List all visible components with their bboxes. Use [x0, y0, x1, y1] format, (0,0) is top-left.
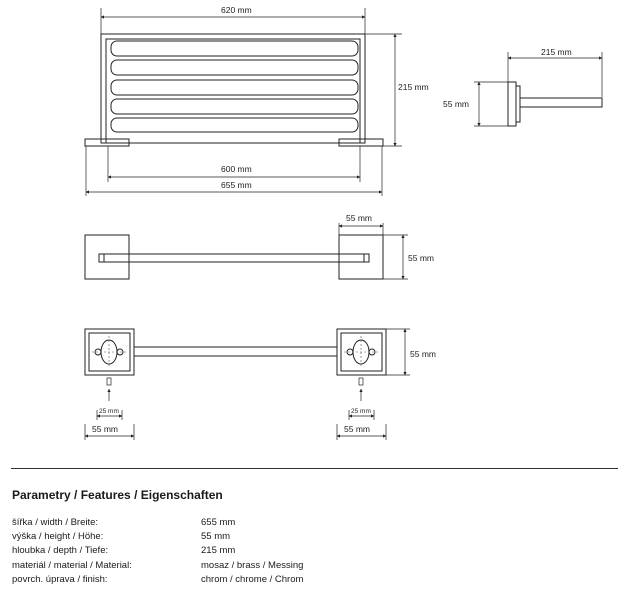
front-view: 620 mm 215 mm 600 mm 655 mm: [84, 5, 429, 196]
dim-right-hole: 25 mm: [351, 408, 371, 415]
dim-top-height: 55 mm: [408, 253, 434, 263]
param-label: povrch. úprava / finish:: [12, 573, 108, 585]
param-label: hloubka / depth / Tiefe:: [12, 545, 109, 557]
dim-mount-height: 55 mm: [410, 349, 436, 359]
param-label: šířka / width / Breite:: [12, 517, 99, 528]
dim-total-width: 655 mm: [221, 180, 252, 190]
dim-height: 215 mm: [398, 82, 429, 92]
dim-base: 55 mm: [346, 213, 372, 223]
param-label: materiál / material / Material:: [12, 559, 132, 571]
param-value: 55 mm: [201, 531, 231, 543]
parameters-title: Parametry / Features / Eigenschaften: [12, 488, 223, 502]
param-value: 215 mm: [201, 545, 236, 557]
section-divider: [11, 468, 618, 469]
dim-depth: 215 mm: [541, 47, 572, 57]
param-value: chrom / chrome / Chrom: [201, 573, 304, 585]
side-view: 215 mm 55 mm: [443, 47, 603, 127]
dim-left-base: 55 mm: [92, 424, 118, 434]
dim-right-base: 55 mm: [344, 424, 370, 434]
technical-drawing: 620 mm 215 mm 600 mm 655 mm 215 mm: [84, 5, 603, 440]
dim-inner-width: 600 mm: [221, 164, 252, 174]
mount-view: 55 mm 25 mm 55 mm 25 mm 55 mm: [84, 328, 436, 440]
dim-side-height: 55 mm: [443, 99, 469, 109]
param-value: mosaz / brass / Messing: [201, 559, 304, 571]
param-value: 655 mm: [201, 517, 236, 528]
top-view: 55 mm 55 mm: [84, 213, 434, 280]
dim-top-width: 620 mm: [221, 5, 252, 15]
param-label: výška / height / Höhe:: [12, 531, 104, 543]
dim-left-hole: 25 mm: [99, 408, 119, 415]
